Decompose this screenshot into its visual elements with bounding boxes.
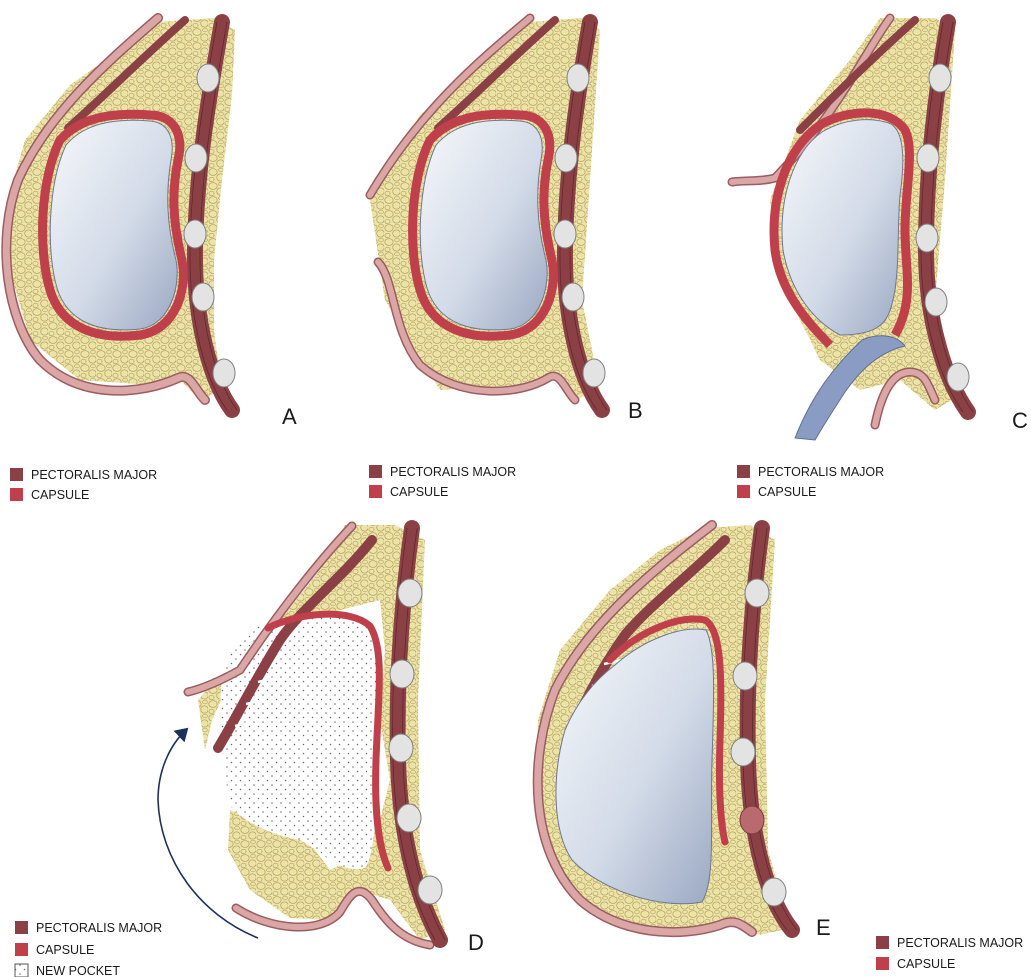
rib: [567, 64, 589, 92]
rib: [583, 359, 605, 387]
legend-label: PECTORALIS MAJOR: [897, 936, 1023, 950]
legend-swatch-pectoralis: [876, 936, 889, 949]
rib: [418, 876, 442, 904]
rib: [390, 660, 414, 688]
panel-a: A: [6, 18, 297, 429]
rib: [917, 144, 939, 172]
legend-d: PECTORALIS MAJOR CAPSULE NEW POCKET: [15, 921, 162, 977]
legend-swatch-capsule: [369, 485, 382, 498]
legend-label: CAPSULE: [36, 943, 94, 957]
rib: [184, 220, 206, 248]
rib: [562, 283, 584, 311]
rib: [740, 806, 764, 834]
panel-label: E: [816, 915, 831, 940]
legend-label: NEW POCKET: [36, 964, 120, 977]
legend-swatch-capsule: [737, 485, 750, 498]
rib: [947, 363, 969, 391]
legend-swatch-capsule: [876, 957, 889, 970]
legend-swatch-new-pocket: [15, 964, 28, 977]
panel-label: C: [1012, 408, 1028, 433]
panel-e: E: [535, 525, 831, 940]
rib: [555, 144, 577, 172]
legend-a: PECTORALIS MAJOR CAPSULE: [10, 468, 157, 502]
legend-swatch-pectoralis: [10, 468, 23, 481]
legend-swatch-capsule: [10, 488, 23, 501]
rib: [731, 738, 755, 766]
legend-label: CAPSULE: [897, 957, 955, 971]
rib: [197, 64, 219, 92]
rib: [397, 804, 421, 832]
rib: [733, 662, 757, 690]
legend-c: PECTORALIS MAJOR CAPSULE: [737, 465, 884, 499]
legend-e: PECTORALIS MAJOR CAPSULE: [876, 936, 1023, 971]
panel-label: B: [628, 398, 643, 423]
legend-label: CAPSULE: [31, 488, 89, 502]
rib: [185, 144, 207, 172]
legend-label: PECTORALIS MAJOR: [390, 465, 516, 479]
rib: [398, 579, 422, 607]
legend-swatch-pectoralis: [369, 465, 382, 478]
breast-implant: [50, 120, 177, 330]
rib: [554, 220, 576, 248]
rib: [762, 878, 786, 906]
legend-label: CAPSULE: [758, 485, 816, 499]
rib: [213, 359, 235, 387]
legend-swatch-capsule: [15, 943, 28, 956]
legend-swatch-pectoralis: [737, 465, 750, 478]
legend-label: PECTORALIS MAJOR: [36, 921, 162, 935]
rib: [389, 734, 413, 762]
legend-label: PECTORALIS MAJOR: [758, 465, 884, 479]
rib: [925, 288, 947, 316]
rib: [192, 283, 214, 311]
breast-implant: [420, 120, 547, 330]
panel-d: D: [158, 525, 484, 955]
legend-swatch-pectoralis: [15, 921, 28, 934]
panel-b: B: [370, 18, 643, 423]
panel-c: C: [732, 18, 1028, 440]
rib: [916, 224, 938, 252]
legend-b: PECTORALIS MAJOR CAPSULE: [369, 465, 516, 499]
rib: [929, 64, 951, 92]
panel-label: A: [282, 404, 297, 429]
rib: [745, 579, 769, 607]
legend-label: CAPSULE: [390, 485, 448, 499]
legend-label: PECTORALIS MAJOR: [31, 468, 157, 482]
panel-label: D: [468, 930, 484, 955]
